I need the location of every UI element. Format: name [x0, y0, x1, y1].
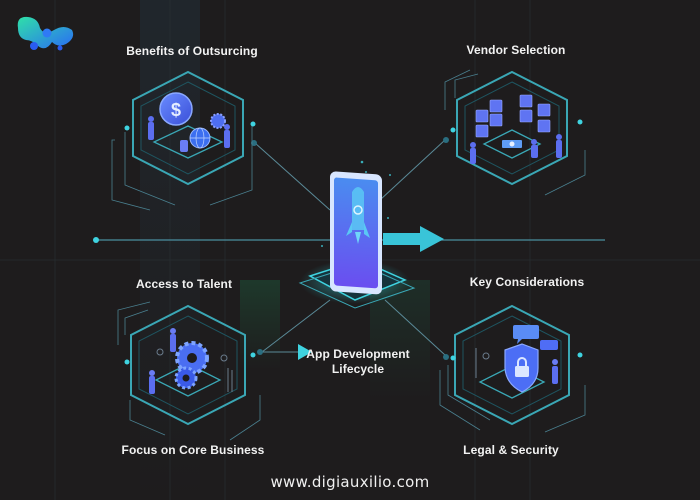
sparkles [321, 160, 391, 247]
hex-benefits: $ [111, 70, 256, 211]
node-label-legal: Legal & Security [463, 443, 559, 457]
node-label-benefits: Benefits of Outsurcing [126, 44, 258, 58]
center-label: App Development Lifecycle [306, 347, 410, 377]
hex-considerations-legal [439, 304, 586, 433]
node-label-vendor: Vendor Selection [466, 43, 566, 57]
node-label-talent: Access to Talent [135, 277, 233, 291]
hex-vendor [444, 69, 586, 196]
smartphone-rocket-icon [298, 171, 416, 309]
arrow-right-icon [383, 226, 444, 252]
center-label-line1: App Development [306, 347, 410, 361]
center-label-line2: Lifecycle [331, 362, 385, 376]
arrow-icon [298, 344, 312, 360]
node-label-considerations: Key Considerations [469, 275, 585, 289]
svg-text:$: $ [171, 100, 181, 120]
footer-url[interactable]: www.digiauxilio.com [270, 473, 430, 491]
connector-lines [254, 139, 446, 356]
node-label-core: Focus on Core Business [121, 443, 265, 457]
hex-talent-core [117, 301, 261, 441]
digiauxilio-logo [17, 16, 74, 51]
